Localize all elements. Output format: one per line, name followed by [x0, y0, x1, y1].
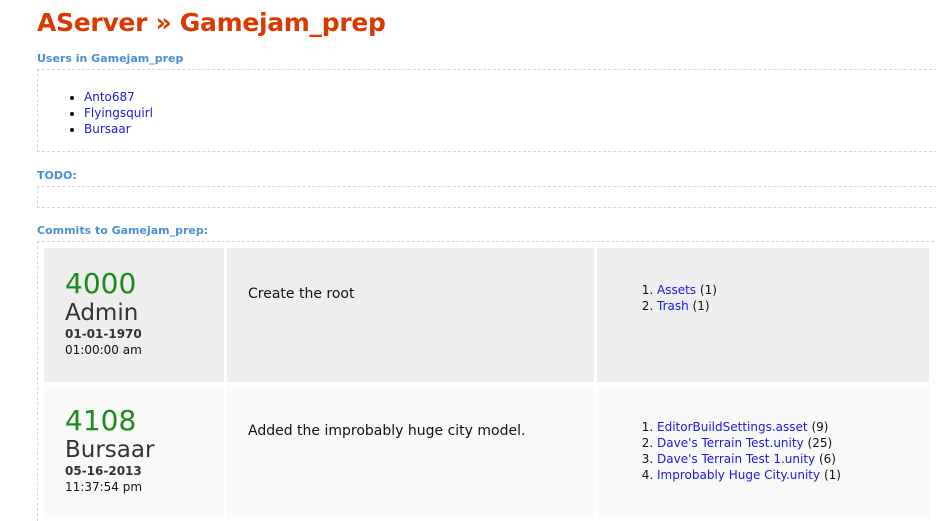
- commit-date: 01-01-1970: [65, 327, 142, 341]
- commit-revision: 4000: [65, 267, 137, 300]
- file-list-item: Assets (1): [657, 282, 929, 298]
- file-link[interactable]: Dave's Terrain Test.unity: [657, 436, 804, 450]
- file-list-item: Trash (1): [657, 298, 929, 314]
- file-list-item: EditorBuildSettings.asset (9): [657, 419, 929, 435]
- commit-files: EditorBuildSettings.asset (9) Dave's Ter…: [597, 385, 929, 519]
- file-list-item: Dave's Terrain Test 1.unity (6): [657, 451, 929, 467]
- file-link[interactable]: Assets: [657, 283, 697, 297]
- removed-file-link[interactable]: Dave's Terrain Test 1.unity: [657, 452, 816, 466]
- user-list-item: Flyingsquirl: [84, 105, 936, 121]
- commit-author: Bursaar: [65, 437, 155, 463]
- file-change-count: (6): [818, 452, 836, 466]
- commit-meta: 4000 Admin 01-01-1970 01:00:00 am: [44, 248, 224, 382]
- file-list: Assets (1) Trash (1): [597, 282, 929, 314]
- commit-files: Assets (1) Trash (1): [597, 248, 929, 382]
- user-list-item: Anto687: [84, 89, 936, 105]
- file-change-count: (9): [811, 420, 829, 434]
- file-link[interactable]: Trash: [657, 299, 689, 313]
- user-list-item: Bursaar: [84, 121, 936, 137]
- todo-box: [37, 186, 936, 208]
- users-section-heading: Users in Gamejam_prep: [37, 52, 184, 65]
- users-list: Anto687 Flyingsquirl Bursaar: [38, 70, 936, 137]
- file-change-count: (1): [823, 468, 841, 482]
- file-change-count: (1): [699, 283, 717, 297]
- commit-time: 01:00:00 am: [65, 343, 142, 357]
- commit-row: 4000 Admin 01-01-1970 01:00:00 am Create…: [44, 248, 929, 382]
- user-link[interactable]: Flyingsquirl: [84, 106, 153, 120]
- file-list: EditorBuildSettings.asset (9) Dave's Ter…: [597, 419, 929, 483]
- commit-date: 05-16-2013: [65, 464, 142, 478]
- file-link[interactable]: EditorBuildSettings.asset: [657, 420, 808, 434]
- commits-table: 4000 Admin 01-01-1970 01:00:00 am Create…: [41, 245, 932, 521]
- file-list-item: Dave's Terrain Test.unity (25): [657, 435, 929, 451]
- commit-row: 4108 Bursaar 05-16-2013 11:37:54 pm Adde…: [44, 385, 929, 519]
- commit-message: Added the improbably huge city model.: [227, 385, 594, 519]
- commit-message: Create the root: [227, 248, 594, 382]
- user-link[interactable]: Bursaar: [84, 122, 131, 136]
- user-link[interactable]: Anto687: [84, 90, 135, 104]
- commit-time: 11:37:54 pm: [65, 480, 143, 494]
- file-change-count: (1): [692, 299, 710, 313]
- users-box: Anto687 Flyingsquirl Bursaar: [37, 69, 936, 152]
- commits-section-heading: Commits to Gamejam_prep:: [37, 224, 209, 237]
- commit-revision: 4108: [65, 404, 137, 437]
- commit-meta: 4108 Bursaar 05-16-2013 11:37:54 pm: [44, 385, 224, 519]
- file-change-count: (25): [807, 436, 833, 450]
- todo-section-heading: TODO:: [37, 169, 77, 182]
- file-link[interactable]: Improbably Huge City.unity: [657, 468, 821, 482]
- commits-box: 4000 Admin 01-01-1970 01:00:00 am Create…: [37, 241, 936, 521]
- commit-author: Admin: [65, 300, 139, 326]
- page-title: AServer » Gamejam_prep: [37, 8, 386, 37]
- file-list-item: Improbably Huge City.unity (1): [657, 467, 929, 483]
